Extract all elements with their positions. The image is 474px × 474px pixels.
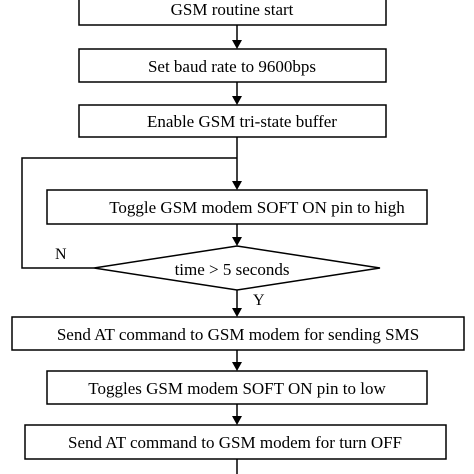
arrowhead-6-7: [232, 416, 242, 425]
step-send-sms-command-box: [11, 316, 465, 351]
arrowhead-3-4: [232, 181, 242, 190]
step-enable-tri-state-buffer-box: [78, 104, 387, 138]
step-toggle-soft-on-low-box: [46, 370, 428, 405]
step-enable-tri-state-buffer: Enable GSM tri-state buffer: [78, 104, 387, 138]
step-gsm-routine-start-label: GSM routine start: [171, 0, 294, 19]
no-branch-label: N: [55, 246, 67, 263]
arrowhead-4-decision: [232, 237, 242, 246]
step-toggle-soft-on-low: Toggles GSM modem SOFT ON pin to low: [46, 370, 428, 405]
step-toggle-soft-on-high-box: [46, 189, 428, 225]
step-send-turn-off-command-label: Send AT command to GSM modem for turn OF…: [68, 433, 402, 452]
step-toggle-soft-on-high: Toggle GSM modem SOFT ON pin to high: [46, 189, 428, 225]
step-toggle-soft-on-low-label: Toggles GSM modem SOFT ON pin to low: [88, 379, 386, 398]
step-enable-tri-state-buffer-label: Enable GSM tri-state buffer: [147, 112, 337, 131]
loop-back-line: [21, 157, 237, 269]
arrowhead-5-6: [232, 362, 242, 371]
step-send-sms-command: Send AT command to GSM modem for sending…: [11, 316, 465, 351]
arrowhead-1-2: [232, 40, 242, 49]
arrowhead-2-3: [232, 96, 242, 105]
step-set-baud-rate: Set baud rate to 9600bps: [78, 48, 387, 83]
decision-label: time > 5 seconds: [175, 260, 290, 279]
step-send-turn-off-command-box: [24, 424, 447, 460]
arrowhead-decision-5: [232, 308, 242, 317]
step-gsm-routine-start: GSM routine start: [78, 0, 387, 26]
step-send-sms-command-label: Send AT command to GSM modem for sending…: [57, 325, 419, 344]
yes-branch-label: Y: [253, 292, 265, 309]
step-send-turn-off-command: Send AT command to GSM modem for turn OF…: [24, 424, 447, 460]
step-set-baud-rate-box: [78, 48, 387, 83]
step-toggle-soft-on-high-label: Toggle GSM modem SOFT ON pin to high: [109, 198, 405, 217]
decision-time-check: time > 5 seconds: [93, 245, 381, 291]
step-set-baud-rate-label: Set baud rate to 9600bps: [148, 57, 316, 76]
step-gsm-routine-start-box: [78, 0, 387, 26]
